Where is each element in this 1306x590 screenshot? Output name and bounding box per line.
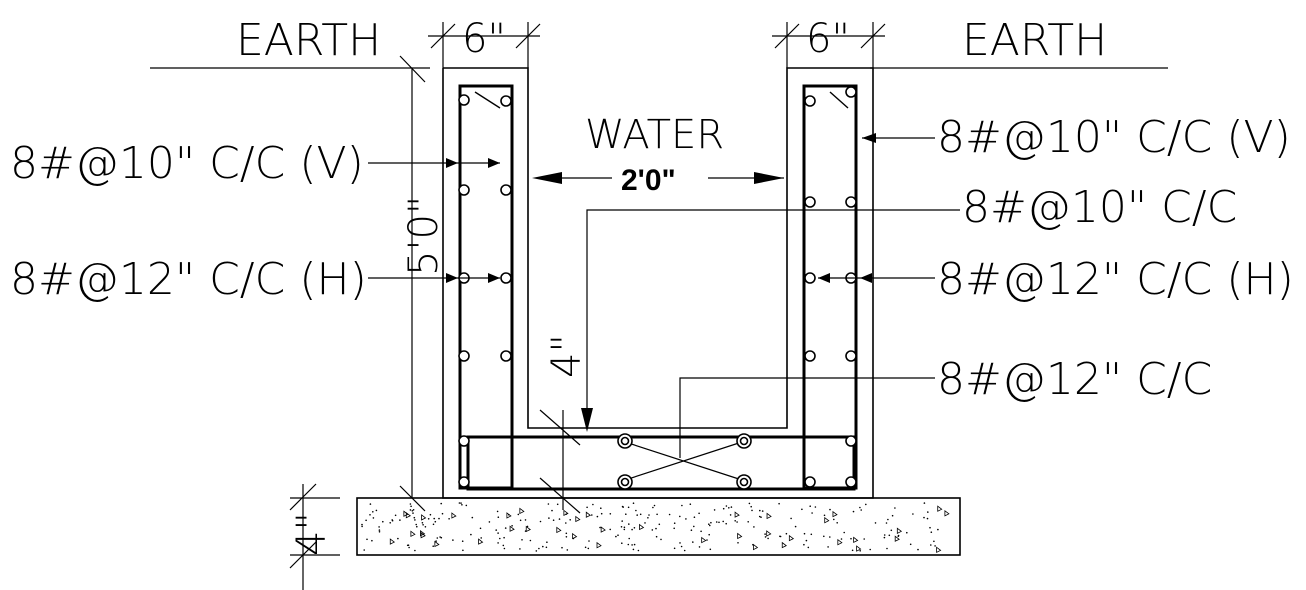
earth-label-right: EARTH — [962, 15, 1107, 66]
callout-base-main: 8#@10" C/C — [962, 182, 1237, 233]
pcc-thickness-label: 4" — [289, 512, 335, 556]
inner-width-label: 2'0" — [621, 164, 676, 197]
dimension-wall-left — [428, 22, 541, 68]
pcc-texture — [361, 502, 950, 553]
left-wall-reinforcement — [458, 84, 514, 490]
dimension-wall-right — [772, 22, 886, 68]
earth-label-left: EARTH — [236, 15, 381, 66]
dimension-slab — [539, 409, 581, 514]
wall-thickness-left: 6" — [462, 16, 506, 62]
dimension-inner-width — [532, 172, 784, 184]
callout-right-horizontal: 8#@12" C/C (H) — [937, 254, 1294, 305]
callout-base-cross: 8#@12" C/C — [937, 354, 1212, 405]
dimension-pcc — [289, 483, 340, 590]
base-slab-reinforcement — [466, 435, 856, 491]
wall-height-label: 5'0" — [401, 196, 447, 276]
callout-right-vertical: 8#@10" C/C (V) — [937, 112, 1291, 163]
callout-left-horizontal: 8#@12" C/C (H) — [10, 254, 367, 305]
slab-thickness-label: 4" — [544, 334, 590, 378]
right-wall-reinforcement — [802, 84, 858, 490]
wall-thickness-right: 6" — [806, 16, 850, 62]
water-label: WATER — [585, 112, 724, 158]
pcc-base — [356, 497, 961, 556]
callout-leaders — [368, 133, 960, 458]
dimension-height — [399, 55, 426, 512]
rebar-dots — [458, 86, 857, 490]
callout-left-vertical: 8#@10" C/C (V) — [10, 138, 364, 189]
